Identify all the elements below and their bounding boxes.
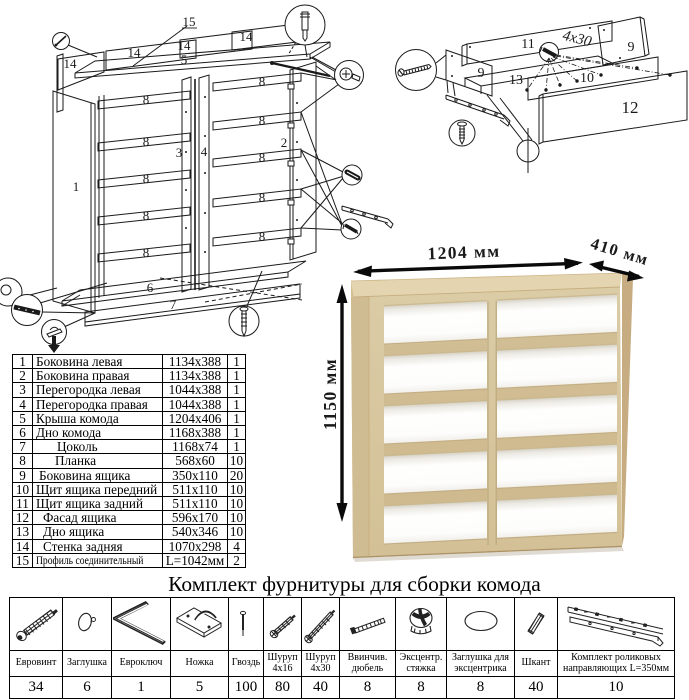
svg-text:7: 7 [170, 297, 177, 312]
svg-text:8: 8 [259, 150, 266, 165]
svg-text:8: 8 [259, 190, 266, 205]
svg-text:15: 15 [183, 14, 196, 29]
svg-text:12: 12 [622, 98, 639, 117]
svg-text:8: 8 [259, 229, 266, 244]
svg-text:8: 8 [259, 74, 266, 89]
svg-text:8: 8 [259, 113, 266, 128]
svg-text:11: 11 [521, 37, 534, 52]
svg-text:8: 8 [143, 92, 150, 107]
svg-text:9: 9 [478, 66, 485, 81]
svg-text:10: 10 [580, 71, 594, 86]
svg-text:14: 14 [240, 29, 254, 44]
svg-text:6: 6 [147, 280, 154, 295]
svg-text:8: 8 [143, 245, 150, 260]
svg-text:4: 4 [201, 144, 208, 159]
svg-text:3: 3 [176, 145, 183, 160]
svg-text:2: 2 [281, 135, 288, 150]
svg-text:8: 8 [143, 171, 150, 186]
svg-text:8: 8 [143, 134, 150, 149]
svg-text:4x30: 4x30 [561, 28, 594, 51]
svg-text:8: 8 [143, 208, 150, 223]
svg-text:14: 14 [128, 45, 142, 60]
svg-text:14: 14 [178, 38, 192, 53]
svg-text:1204 мм: 1204 мм [427, 241, 501, 264]
svg-text:13: 13 [509, 73, 523, 88]
svg-text:5: 5 [181, 52, 188, 67]
svg-text:14: 14 [64, 56, 78, 71]
svg-text:9: 9 [628, 40, 635, 55]
svg-text:1: 1 [73, 179, 80, 194]
svg-text:1150 мм: 1150 мм [320, 358, 340, 430]
